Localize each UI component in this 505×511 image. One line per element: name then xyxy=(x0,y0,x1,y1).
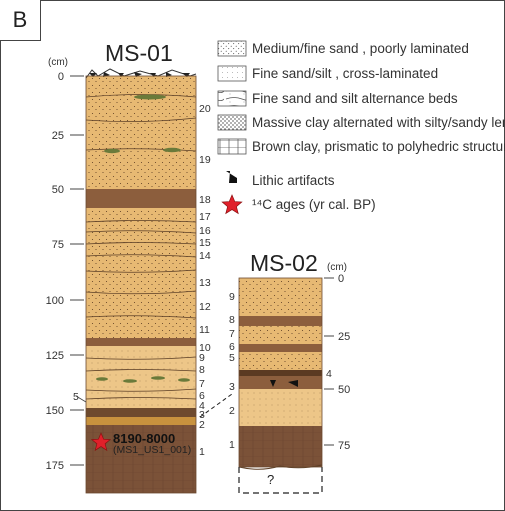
ms02-depth-tick: 75 xyxy=(338,440,350,452)
brown-clay-pattern xyxy=(217,138,247,155)
ms01-unit-label: 12 xyxy=(199,301,211,313)
ms01-unit-label: 19 xyxy=(199,154,211,166)
ms02-unit-5 xyxy=(239,352,322,370)
ms01-unit-label: 18 xyxy=(199,194,211,206)
ms01-unit-label: 16 xyxy=(199,225,211,237)
legend-label: ¹⁴C ages (yr cal. BP) xyxy=(252,197,376,212)
panel-label-box: B xyxy=(0,0,41,41)
ms01-unit-label: 8 xyxy=(199,364,205,376)
ms01-unit-label: 13 xyxy=(199,277,211,289)
ms01-depth-tick: 125 xyxy=(46,350,64,362)
star-icon xyxy=(221,194,243,215)
ms01-unit-label: 20 xyxy=(199,103,211,115)
ms01-column xyxy=(85,68,197,494)
ms02-unit-label: 3 xyxy=(229,381,235,393)
ms01-leader-line xyxy=(75,395,87,403)
ms01-depth-tick: 175 xyxy=(46,460,64,472)
ms02-unit-7 xyxy=(239,326,322,344)
ms02-unit-label: 4 xyxy=(326,368,332,380)
ms02-unit-label: 5 xyxy=(229,352,235,364)
medium-fine-sand-pattern xyxy=(217,40,247,57)
ms01-title: MS-01 xyxy=(105,40,173,66)
ms01-unit-label: 1 xyxy=(199,446,205,458)
ms02-depth-unit: (cm) xyxy=(327,262,347,273)
c14-sample-code: (MS1_US1_001) xyxy=(113,444,192,456)
ms01-unit-18 xyxy=(86,189,196,208)
ms01-unit-1 xyxy=(86,425,196,493)
legend-label: Medium/fine sand , poorly laminated xyxy=(252,41,469,56)
ms01-depth-tick: 25 xyxy=(52,130,64,142)
ms01-unit-label: 4 xyxy=(199,400,205,412)
ms01-depth-tick: 75 xyxy=(52,239,64,251)
ms02-depth-tick: 0 xyxy=(338,273,344,285)
ms01-unit-3 xyxy=(86,408,196,417)
ms01-depth-unit: (cm) xyxy=(48,57,68,68)
ms02-title: MS-02 xyxy=(250,250,318,276)
fine-sand-silt-pattern xyxy=(217,65,247,82)
ms01-unit-label: 7 xyxy=(199,378,205,390)
ms01-unit-label: 9 xyxy=(199,352,205,364)
legend-label: Brown clay, prismatic to polyhedric stru… xyxy=(252,139,505,154)
massive-clay-pattern xyxy=(217,114,247,131)
ms01-depth-tick: 0 xyxy=(58,71,64,83)
ms01-unit-label: 14 xyxy=(199,250,211,262)
ms01-unit-label-left: 5 xyxy=(73,391,79,403)
lithic-artifact-icon xyxy=(226,171,237,183)
legend-label: Fine sand/silt , cross-laminated xyxy=(252,66,439,81)
ms02-column xyxy=(238,277,323,494)
ms01-unit-2 xyxy=(86,417,196,425)
ms02-unit-label: 9 xyxy=(229,291,235,303)
ms02-unit-4 xyxy=(239,370,322,376)
panel-label: B xyxy=(12,7,28,32)
legend-label: Lithic artifacts xyxy=(252,173,335,188)
ms01-unit-label: 6 xyxy=(199,390,205,402)
legend-label: Fine sand and silt alternance beds xyxy=(252,91,458,106)
ms02-unit-8 xyxy=(239,316,322,326)
ms02-unit-6 xyxy=(239,344,322,352)
ms02-unit-label: 7 xyxy=(229,328,235,340)
ms01-depth-tick: 50 xyxy=(52,184,64,196)
ms02-depth-tick: 50 xyxy=(338,384,350,396)
ms02-unit-label: 8 xyxy=(229,314,235,326)
ms01-unit-label: 17 xyxy=(199,211,211,223)
c14-age-label: 8190-8000 xyxy=(113,431,176,446)
ms01-units-11-17 xyxy=(86,208,196,338)
ms02-unknown-marker: ? xyxy=(267,472,275,487)
alternance-beds-pattern xyxy=(217,90,247,107)
ms01-depth-tick: 150 xyxy=(46,405,64,417)
ms02-unit-label: 6 xyxy=(229,341,235,353)
ms02-unknown-base xyxy=(238,467,323,494)
ms01-unit-label: 10 xyxy=(199,342,211,354)
ms01-units-4-9 xyxy=(86,346,196,408)
ms02-unit-3 xyxy=(239,376,322,389)
ms01-depth-tick: 100 xyxy=(46,295,64,307)
ms02-unit-9 xyxy=(239,278,322,316)
ms02-unit-label: 2 xyxy=(229,405,235,417)
ms01-unit-19-20 xyxy=(86,76,196,189)
ms01-unit-10 xyxy=(86,338,196,346)
ms01-unit-label: 2 xyxy=(199,419,205,431)
ms02-unit-label: 1 xyxy=(229,439,235,451)
ms02-unit-1 xyxy=(239,426,322,467)
legend-swatches xyxy=(217,40,247,215)
ms02-unit-2 xyxy=(239,389,322,426)
ms01-unit-label: 11 xyxy=(199,324,210,336)
ms01-unit-label: 15 xyxy=(199,237,211,249)
ms02-depth-tick: 25 xyxy=(338,331,350,343)
legend-label: Massive clay alternated with silty/sandy… xyxy=(252,115,505,130)
c14-sample-star-icon xyxy=(90,432,112,452)
ms02-depth-axis xyxy=(324,277,334,446)
ms01-depth-axis xyxy=(70,75,84,466)
